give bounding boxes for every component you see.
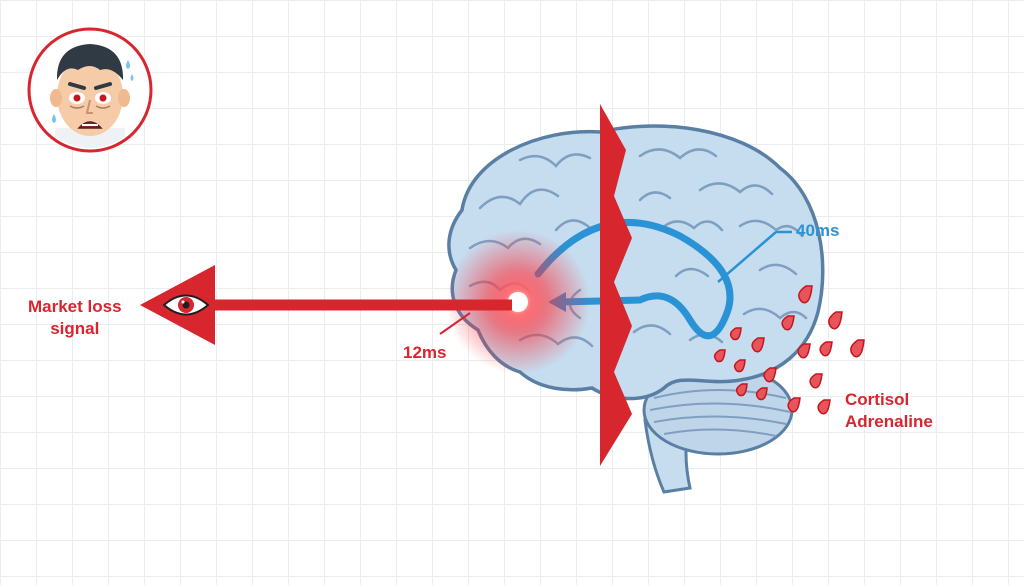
eye-icon — [162, 294, 210, 316]
conscious-barrier — [600, 104, 632, 466]
hormone-label: Cortisol Adrenaline — [845, 389, 933, 433]
hormone-line-2: Adrenaline — [845, 412, 933, 431]
stressed-face-icon — [27, 27, 153, 153]
hormone-line-1: Cortisol — [845, 390, 910, 409]
slow-path-time-label: 40ms — [796, 221, 840, 240]
market-loss-signal-label: Market loss signal — [28, 296, 122, 340]
signal-line-2: signal — [50, 319, 100, 338]
hormone-droplet-icon — [713, 285, 865, 415]
fast-path-time-label: 12ms — [403, 343, 447, 362]
signal-line-1: Market loss — [28, 297, 122, 316]
